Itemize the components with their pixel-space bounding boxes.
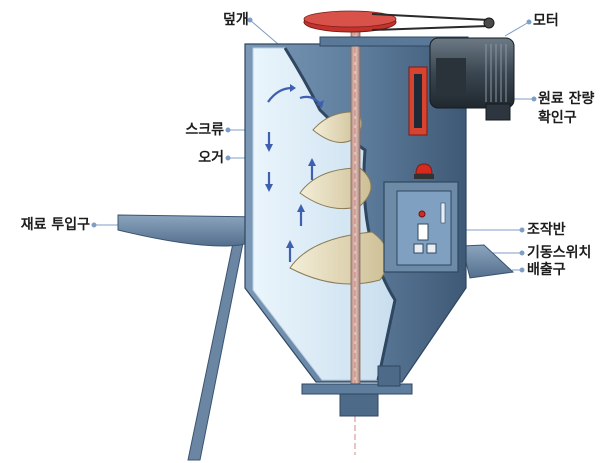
inlet-chute	[117, 214, 263, 247]
motor-pulley	[483, 17, 495, 29]
label-level-check: 원료 잔량 확인구	[538, 90, 594, 128]
motor	[429, 37, 515, 121]
outlet-chute	[461, 244, 515, 279]
label-outlet: 배출구	[527, 262, 566, 278]
control-panel-box	[383, 181, 459, 273]
label-start-switch: 기동스위치	[527, 245, 592, 261]
lamp-base	[414, 174, 434, 179]
pulley-rim	[303, 10, 397, 28]
label-level-check-line1: 원료 잔량	[538, 91, 595, 107]
label-level-check-line2: 확인구	[538, 110, 577, 126]
label-motor: 모터	[533, 13, 559, 29]
label-lid: 덮개	[223, 12, 249, 28]
bottom-neck	[339, 393, 379, 417]
label-screw: 스크류	[185, 122, 224, 138]
inlet-support-leg	[187, 242, 244, 461]
bottom-fitting	[377, 365, 401, 387]
label-auger: 오거	[198, 150, 224, 166]
flow-arrows	[265, 84, 324, 262]
label-control-panel: 조작반	[527, 222, 566, 238]
warning-lamp	[415, 163, 433, 175]
level-check-window	[408, 66, 428, 136]
auger-shaft	[350, 29, 361, 396]
label-material-inlet: 재료 투입구	[20, 217, 90, 233]
